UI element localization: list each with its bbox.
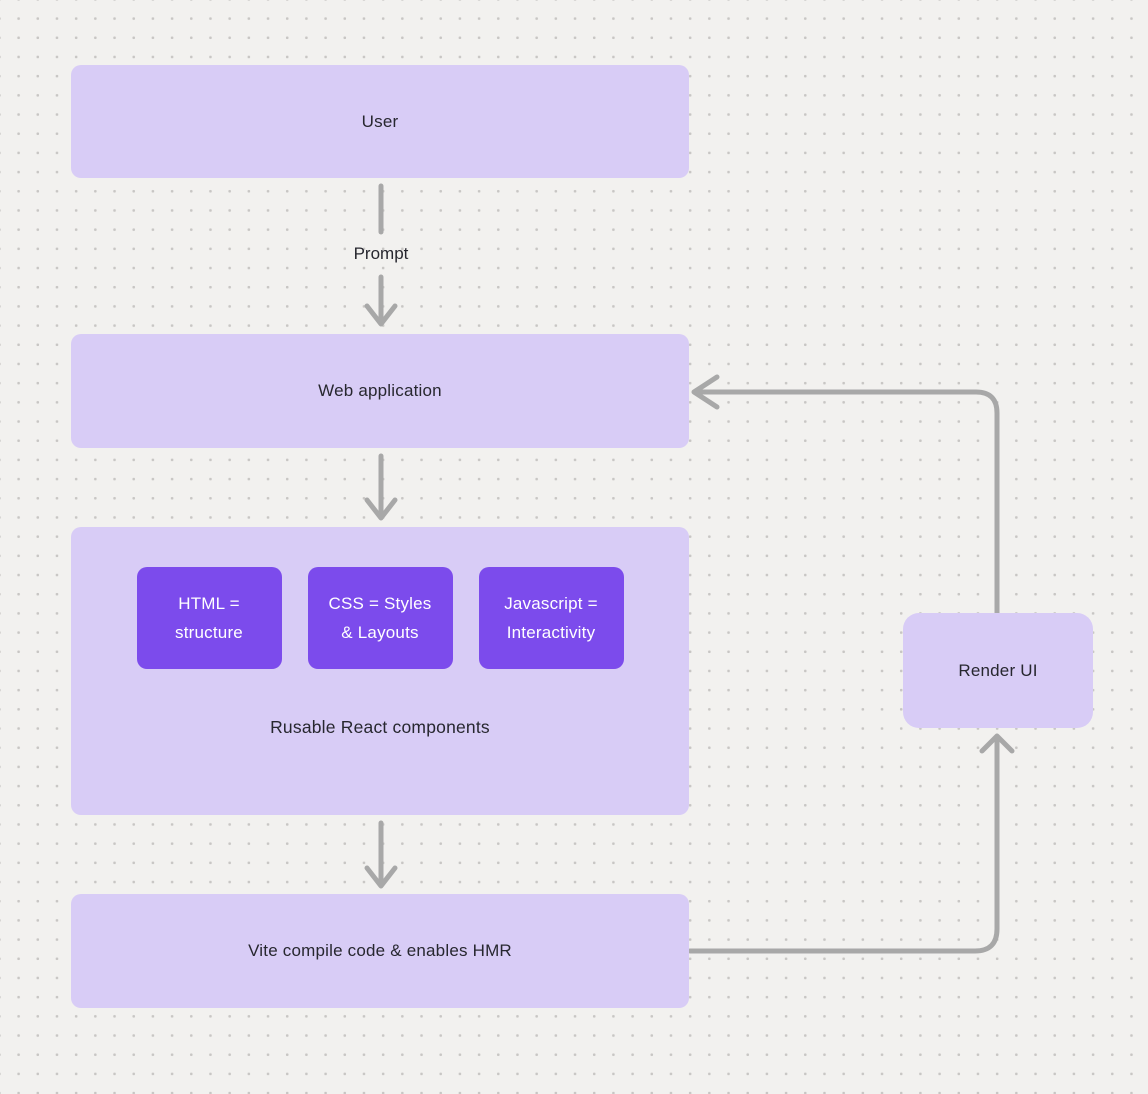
chip-html-line2: structure — [175, 623, 243, 642]
components-chip-row: HTML = structure CSS = Styles & Layouts … — [71, 567, 689, 669]
arrow-vite-to-renderui[interactable] — [687, 733, 1015, 954]
node-vite-label: Vite compile code & enables HMR — [248, 941, 512, 960]
edge-label-prompt: Prompt — [353, 244, 409, 263]
chip-javascript-line1: Javascript = — [504, 594, 598, 613]
components-caption: Rusable React components — [270, 717, 490, 737]
chip-html[interactable]: HTML = structure — [136, 567, 282, 669]
arrow-renderui-to-webapp[interactable] — [691, 374, 1000, 616]
chip-css-line2: & Layouts — [341, 623, 419, 642]
node-render-ui[interactable]: Render UI — [903, 613, 1093, 728]
chip-javascript[interactable]: Javascript = Interactivity — [478, 567, 624, 669]
chip-css-line1: CSS = Styles — [328, 594, 432, 613]
chip-javascript-line2: Interactivity — [506, 623, 596, 642]
arrow-components-to-vite[interactable] — [364, 820, 398, 889]
node-user-label: User — [361, 111, 399, 131]
node-web-application[interactable]: Web application — [71, 334, 689, 448]
chip-css[interactable]: CSS = Styles & Layouts — [307, 567, 453, 669]
chip-html-line1: HTML = — [178, 594, 240, 613]
node-components-group[interactable]: HTML = structure CSS = Styles & Layouts … — [71, 527, 689, 815]
node-web-application-label: Web application — [318, 381, 442, 400]
node-user[interactable]: User — [71, 65, 689, 178]
arrow-webapp-to-components[interactable] — [364, 453, 398, 521]
node-vite[interactable]: Vite compile code & enables HMR — [71, 894, 689, 1008]
node-render-ui-label: Render UI — [958, 660, 1038, 680]
